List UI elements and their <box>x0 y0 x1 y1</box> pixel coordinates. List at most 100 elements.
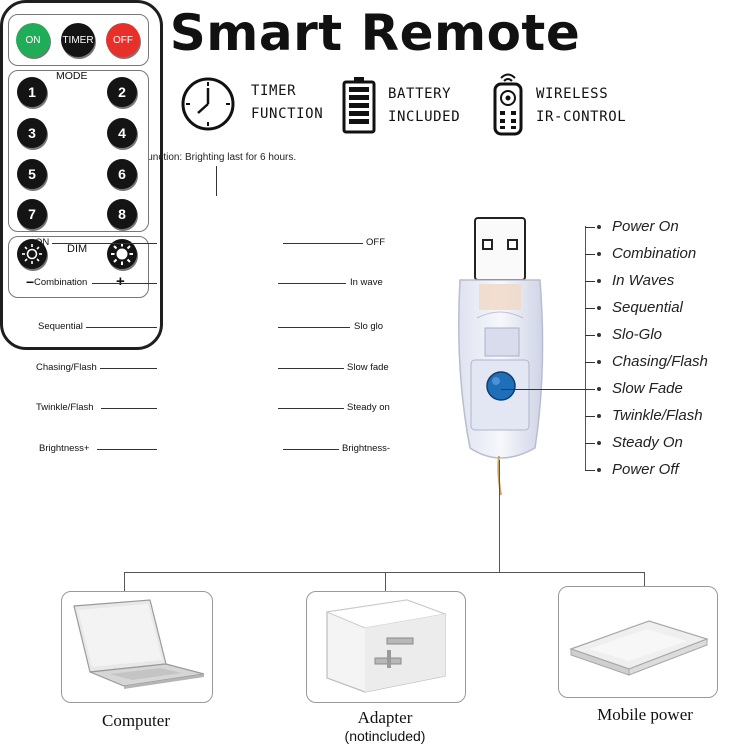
usb-bracket-line <box>585 226 586 470</box>
usb-mode-tick <box>585 389 595 390</box>
usb-mode-tick <box>585 470 595 471</box>
usb-controller-image <box>455 210 565 505</box>
leader-brightness-minus <box>283 449 339 450</box>
usb-mode-item: Power On <box>612 218 679 235</box>
label-combination: Combination <box>34 277 88 288</box>
drop-line-mobile <box>644 572 645 592</box>
label-brightness-minus: Brightness- <box>342 443 391 454</box>
caption-adapter-sub: (notincluded) <box>344 728 426 744</box>
timer-button[interactable]: TIMER <box>61 23 95 57</box>
drop-line-computer <box>124 572 125 592</box>
usb-mode-item: Twinkle/Flash <box>612 407 703 424</box>
battery-icon <box>342 76 376 139</box>
brightness-up-button[interactable] <box>17 239 47 269</box>
usb-mode-bullet <box>597 252 601 256</box>
feature-timer: TIMER FUNCTION <box>251 83 324 122</box>
usb-mode-tick <box>585 362 595 363</box>
on-button[interactable]: ON <box>16 23 50 57</box>
leader-chasing <box>100 368 157 369</box>
usb-mode-tick <box>585 416 595 417</box>
horizontal-connector <box>124 572 645 573</box>
sun-outline-icon <box>22 244 42 264</box>
label-chasing-flash: Chasing/Flash <box>36 362 97 373</box>
adapter-icon <box>325 599 447 693</box>
usb-mode-item: Steady On <box>612 434 683 451</box>
caption-mobile-power: Mobile power <box>597 705 693 724</box>
remote-icon <box>490 70 526 141</box>
feature-battery: BATTERY INCLUDED <box>388 86 461 125</box>
usb-mode-tick <box>585 254 595 255</box>
mode-button-3[interactable]: 3 <box>17 118 47 148</box>
label-twinkle-flash: Twinkle/Flash <box>36 402 94 413</box>
leader-brightness-plus <box>97 449 157 450</box>
usb-mode-bullet <box>597 387 601 391</box>
usb-mode-tick <box>585 227 595 228</box>
usb-mode-bullet <box>597 468 601 472</box>
minus-label: − <box>26 274 35 290</box>
label-off: OFF <box>366 237 385 248</box>
clock-icon <box>180 76 236 137</box>
usb-mode-item: Power Off <box>612 461 679 478</box>
button-leader <box>501 389 585 390</box>
label-steady-on: Steady on <box>347 402 390 413</box>
page-title: Smart Remote <box>169 4 581 62</box>
mode-button-4[interactable]: 4 <box>107 118 137 148</box>
label-brightness-plus: Brightness+ <box>39 443 90 454</box>
brightness-down-button[interactable] <box>107 239 137 269</box>
label-on: ON <box>35 237 50 248</box>
usb-mode-item: Slo-Glo <box>612 326 663 343</box>
leader-slow-fade <box>278 368 344 369</box>
caption-computer: Computer <box>102 711 170 730</box>
computer-card <box>61 591 213 703</box>
feature-wireless: WIRELESS IR-CONTROL <box>536 86 627 125</box>
usb-mode-bullet <box>597 279 601 283</box>
label-slo-glo: Slo glo <box>354 321 384 332</box>
leader-in-wave <box>278 283 346 284</box>
mode-button-5[interactable]: 5 <box>17 159 47 189</box>
caption-adapter: Adapter <box>357 708 413 727</box>
leader-combination <box>92 283 157 284</box>
laptop-icon <box>73 599 205 689</box>
usb-mode-item: Chasing/Flash <box>612 353 708 370</box>
mode-button-1[interactable]: 1 <box>17 77 47 107</box>
usb-mode-bullet <box>597 414 601 418</box>
timer-leader <box>216 166 217 196</box>
usb-mode-bullet <box>597 225 601 229</box>
drop-line-adapter <box>385 572 386 592</box>
timing-note: Timing function: Brighting last for 6 ho… <box>112 152 297 163</box>
mode-button-6[interactable]: 6 <box>107 159 137 189</box>
leader-steady-on <box>278 408 344 409</box>
label-sequential: Sequential <box>38 321 83 332</box>
usb-mode-tick <box>585 335 595 336</box>
cable-line <box>499 460 500 572</box>
usb-mode-item: In Waves <box>612 272 675 289</box>
leader-on <box>52 243 157 244</box>
usb-mode-tick <box>585 308 595 309</box>
usb-mode-tick <box>585 281 595 282</box>
plus-label: + <box>116 273 125 290</box>
usb-mode-bullet <box>597 333 601 337</box>
mobile-power-card <box>558 586 718 698</box>
usb-mode-bullet <box>597 360 601 364</box>
usb-mode-bullet <box>597 306 601 310</box>
leader-twinkle <box>101 408 157 409</box>
usb-mode-item: Slow Fade <box>612 380 683 397</box>
usb-mode-bullet <box>597 441 601 445</box>
sun-filled-icon <box>111 243 133 265</box>
off-button[interactable]: OFF <box>106 23 140 57</box>
usb-mode-item: Combination <box>612 245 697 262</box>
leader-sequential <box>86 327 157 328</box>
remote-control: ON TIMER OFF MODE 1 2 3 4 5 6 7 8 DIM <box>0 0 163 350</box>
mode-button-2[interactable]: 2 <box>107 77 137 107</box>
label-in-wave: In wave <box>350 277 383 288</box>
leader-slo-glo <box>278 327 350 328</box>
usb-mode-tick <box>585 443 595 444</box>
dim-label: DIM <box>67 243 88 255</box>
mode-button-7[interactable]: 7 <box>17 199 47 229</box>
adapter-card <box>306 591 466 703</box>
usb-mode-item: Sequential <box>612 299 683 316</box>
mode-button-8[interactable]: 8 <box>107 199 137 229</box>
power-bank-icon <box>569 620 709 676</box>
leader-off <box>283 243 363 244</box>
mode-label: MODE <box>56 70 88 82</box>
